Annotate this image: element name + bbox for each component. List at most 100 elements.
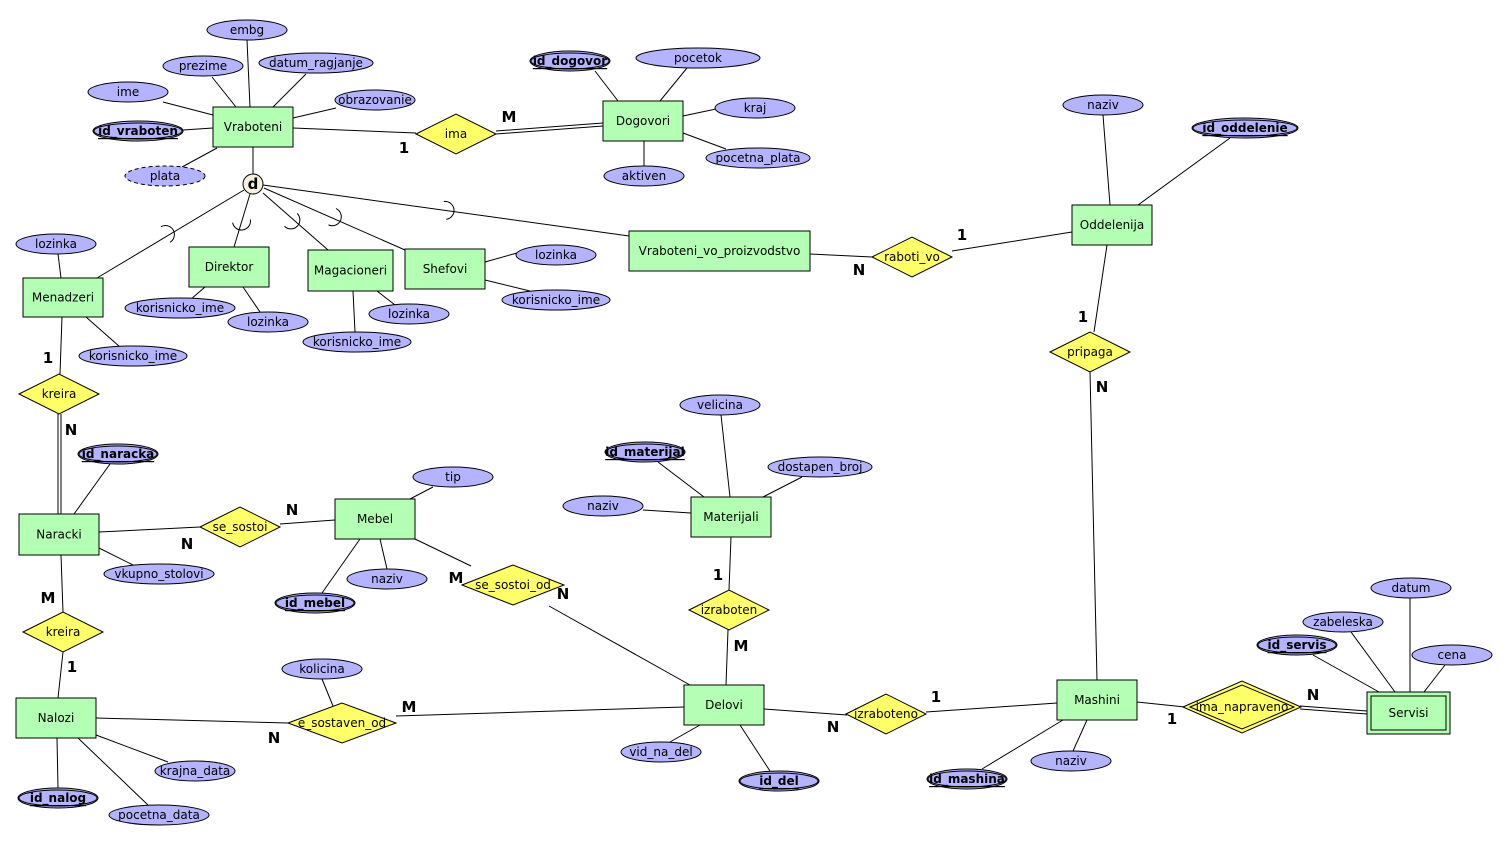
attribute-ime[interactable] <box>87 81 169 103</box>
relationship-se-sostoi[interactable] <box>198 506 282 548</box>
connector-line <box>1423 664 1446 693</box>
connector-line <box>98 547 134 566</box>
attribute-lozinka[interactable] <box>368 303 450 325</box>
attribute-korisnicko-ime[interactable] <box>302 331 412 353</box>
connector-line <box>98 526 201 533</box>
attribute-label: kolicina <box>299 662 344 676</box>
cardinality-label: M <box>449 569 464 587</box>
key-attribute-inner-border <box>18 789 98 807</box>
cardinality-label: 1 <box>957 226 967 244</box>
entity-menadzeri[interactable] <box>22 277 104 318</box>
relationship-kreira[interactable] <box>17 373 101 415</box>
relationship-izraboten[interactable] <box>687 589 771 631</box>
entity-nalozi[interactable] <box>15 697 97 739</box>
attribute-naziv[interactable] <box>562 495 644 517</box>
attribute-embg[interactable] <box>206 19 288 41</box>
attribute-zabeleska[interactable] <box>1302 611 1384 633</box>
attribute-pocetok[interactable] <box>635 47 761 69</box>
relationship-label: pripaga <box>1067 345 1113 359</box>
key-attribute-inner-border <box>93 122 183 140</box>
entity-vraboteni_vo_proizvodstvo[interactable] <box>628 230 811 272</box>
relationship-raboti-vo[interactable] <box>870 236 954 278</box>
attribute-velicina[interactable] <box>679 394 761 416</box>
attribute-lozinka[interactable] <box>515 244 597 266</box>
entity-label: Mebel <box>357 512 393 526</box>
cardinality-label: M <box>41 589 56 607</box>
connector-line <box>809 253 873 258</box>
attribute-label: pocetna_plata <box>716 151 801 165</box>
attribute-pocetna-data[interactable] <box>108 804 210 826</box>
connector-line <box>762 476 803 498</box>
connector-line <box>659 67 688 102</box>
cardinality-label: N <box>268 729 281 747</box>
attribute-kraj[interactable] <box>714 97 796 119</box>
entity-label: Servisi <box>1389 706 1429 720</box>
relationship-se-sostoi-od[interactable] <box>460 564 566 606</box>
attribute-label: datum <box>1392 581 1431 595</box>
attribute-aktiven[interactable] <box>603 165 685 187</box>
attribute-datum[interactable] <box>1370 577 1452 599</box>
connector-line <box>321 678 334 707</box>
attribute-dostapen-broj[interactable] <box>767 456 873 478</box>
relationship-label: kreira <box>42 387 77 401</box>
attribute-label: lozinka <box>35 237 77 251</box>
attribute-prezime[interactable] <box>162 55 244 77</box>
cardinality-label: 1 <box>1078 308 1088 326</box>
attribute-korisnicko-ime[interactable] <box>78 345 188 367</box>
attribute-plata[interactable] <box>124 165 206 187</box>
attribute-label: id_vraboten <box>98 124 178 139</box>
entity-dogovori[interactable] <box>602 100 684 142</box>
connector-line <box>262 192 329 251</box>
attribute-korisnicko-ime[interactable] <box>501 289 611 311</box>
relationship-label: izraboten <box>701 603 758 617</box>
cardinality-label: N <box>1307 686 1320 704</box>
entity-label: Direktor <box>205 260 254 274</box>
relationship-izraboteno[interactable] <box>844 693 928 735</box>
relationship-e-sostaven-od[interactable] <box>286 702 398 744</box>
connector-line <box>262 184 630 237</box>
attribute-krajna-data[interactable] <box>154 760 236 782</box>
attribute-cena[interactable] <box>1411 644 1493 666</box>
connector-line <box>669 724 701 743</box>
relationship-kreira[interactable] <box>21 611 105 653</box>
attribute-tip[interactable] <box>412 466 494 488</box>
connector-line <box>657 461 705 498</box>
cardinality-label: 1 <box>399 139 409 157</box>
entity-mashini[interactable] <box>1056 679 1138 721</box>
relationship-ima[interactable] <box>414 113 498 155</box>
entity-magacioneri[interactable] <box>307 249 394 292</box>
attribute-label: id_materijal <box>605 445 685 460</box>
attribute-lozinka[interactable] <box>227 311 309 333</box>
connector-line <box>763 708 848 716</box>
connector-line <box>414 538 472 567</box>
attribute-vkupno-stolovi[interactable] <box>103 563 215 585</box>
entity-materijali[interactable] <box>690 496 772 538</box>
attribute-lozinka[interactable] <box>15 233 97 255</box>
entity-oddelenija[interactable] <box>1071 204 1153 246</box>
attribute-pocetna-plata[interactable] <box>705 147 811 169</box>
entity-label: Delovi <box>705 698 743 712</box>
cardinality-label: N <box>827 718 840 736</box>
attribute-naziv[interactable] <box>1062 94 1144 116</box>
attribute-datum-ragjanje[interactable] <box>258 52 374 74</box>
attribute-naziv[interactable] <box>346 568 428 590</box>
attribute-naziv[interactable] <box>1030 750 1112 772</box>
entity-naracki[interactable] <box>18 513 100 556</box>
connector-line <box>85 316 121 348</box>
entity-delovi[interactable] <box>683 684 765 726</box>
key-attribute-inner-border <box>275 594 355 612</box>
connector-line <box>682 132 727 150</box>
attribute-label: id_naracka <box>82 447 155 462</box>
entity-vraboteni[interactable] <box>212 106 294 148</box>
attribute-obrazovanie[interactable] <box>334 89 416 111</box>
entity-mebel[interactable] <box>334 498 416 540</box>
attribute-label: aktiven <box>622 169 666 183</box>
entity-shefovi[interactable] <box>404 248 486 290</box>
attribute-korisnicko-ime[interactable] <box>124 297 236 319</box>
attribute-label: naziv <box>371 572 403 586</box>
entity-direktor[interactable] <box>188 246 270 288</box>
relationship-pripaga[interactable] <box>1048 331 1132 373</box>
attribute-kolicina[interactable] <box>281 658 363 680</box>
attribute-label: vid_na_del <box>629 745 692 759</box>
attribute-vid-na-del[interactable] <box>620 741 702 763</box>
